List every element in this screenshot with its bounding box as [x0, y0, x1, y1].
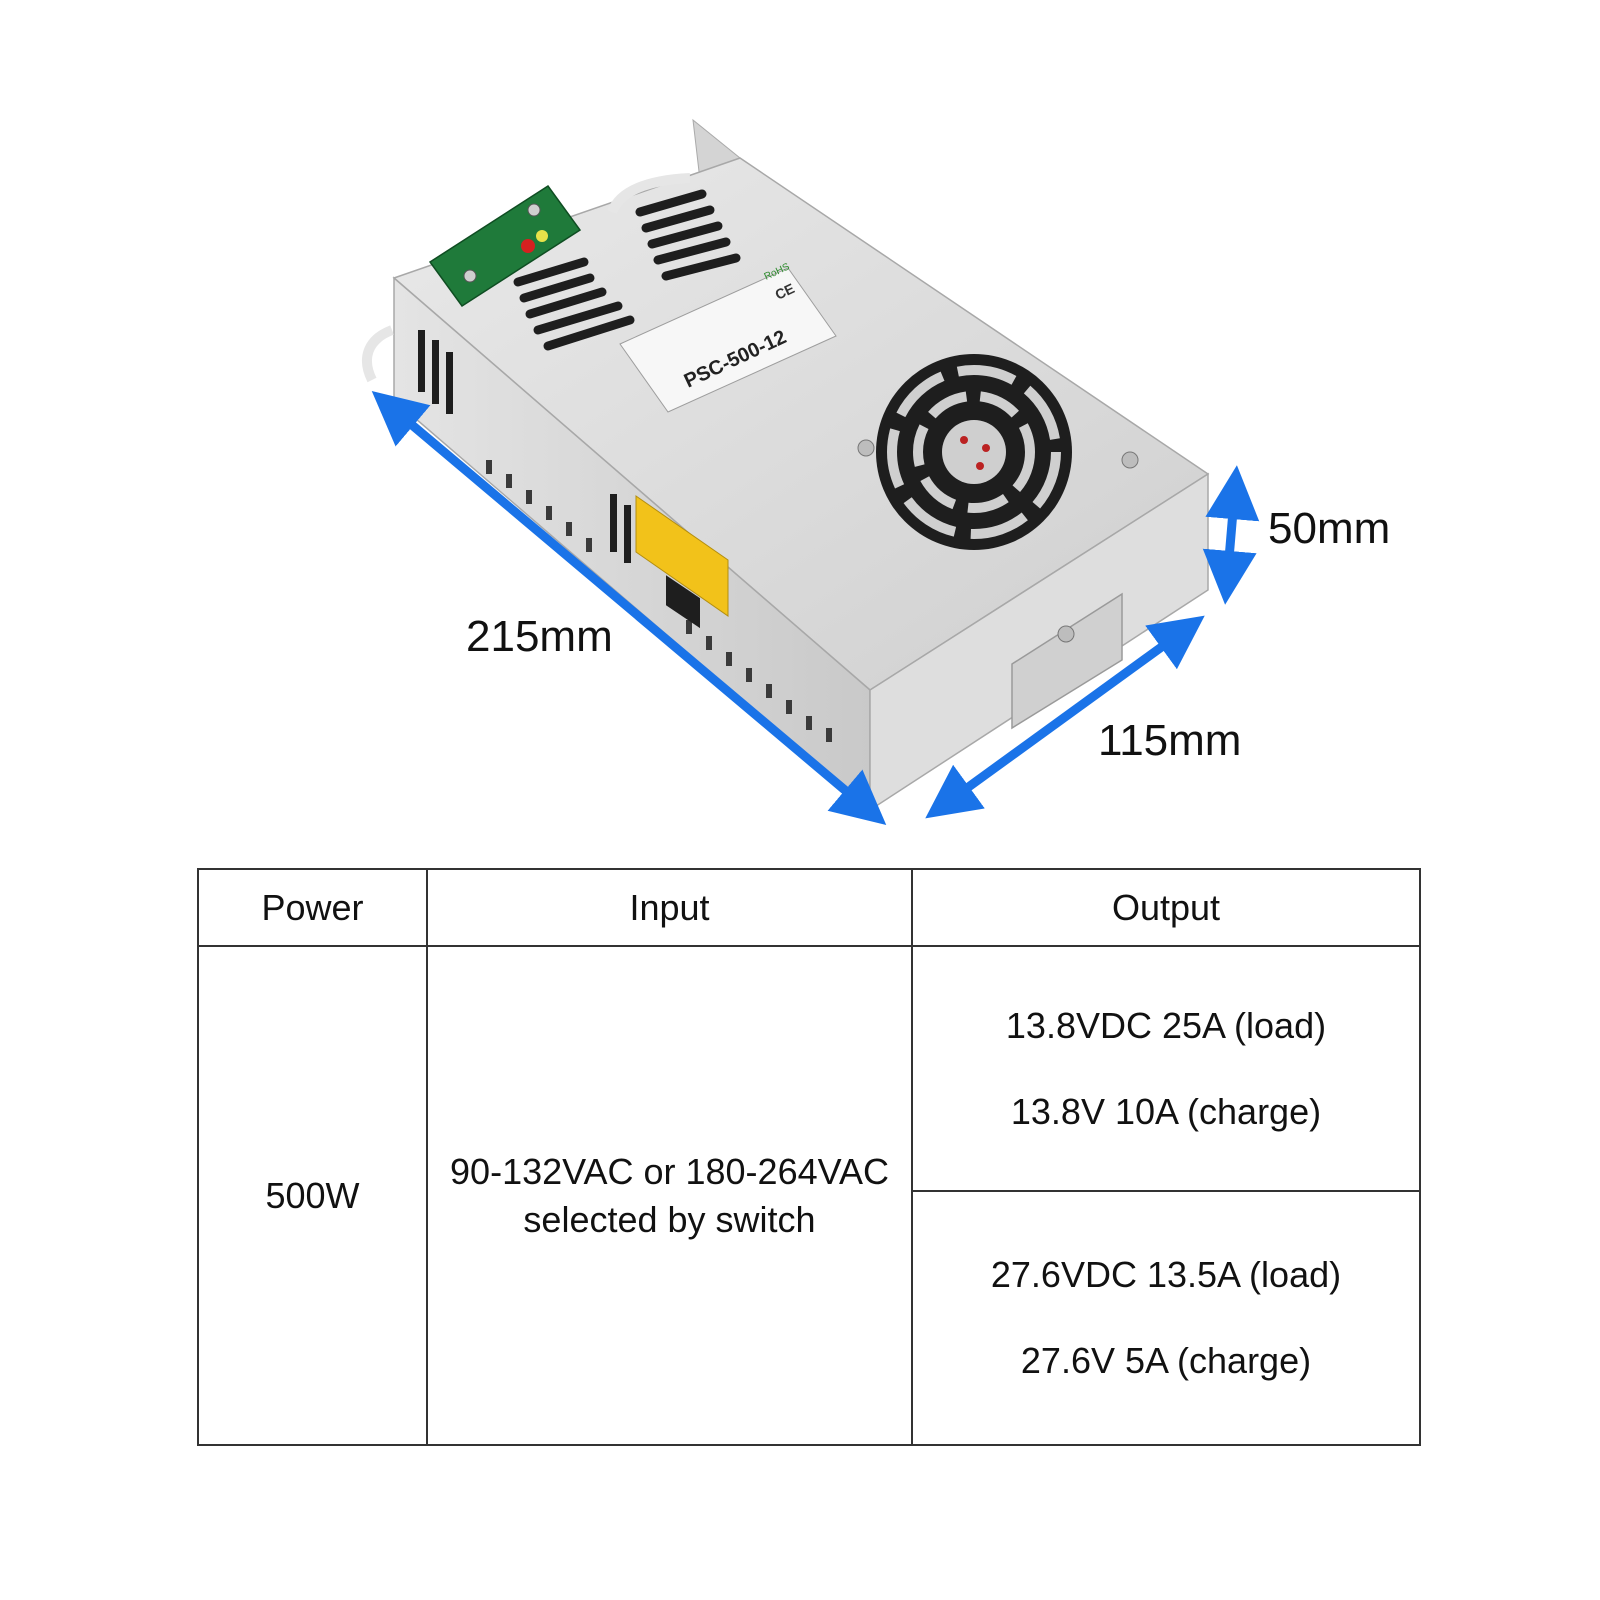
output-12v-load: 13.8VDC 25A (load): [1005, 1004, 1327, 1046]
cooling-fan: [876, 354, 1072, 550]
output-24v-charge: 27.6V 5A (charge): [1020, 1340, 1312, 1381]
top-vent-group: [513, 189, 741, 351]
power-cell: 500W: [197, 945, 428, 1446]
input-line-2: selected by switch: [523, 1198, 816, 1240]
ribbon-cable: [361, 325, 395, 383]
height-dimension-label: 50mm: [1268, 504, 1391, 553]
spec-table-header-row: Power Input Output: [197, 868, 1421, 947]
fan-screw: [1121, 451, 1139, 469]
length-dimension-arrow: [371, 391, 887, 825]
pcb-led-yellow: [536, 230, 548, 242]
input-line-1: 90-132VAC or 180-264VAC: [450, 1150, 889, 1192]
output-12v-charge: 13.8V 10A (charge): [1010, 1090, 1322, 1132]
header-power: Power: [197, 868, 428, 947]
width-dimension-label: 115mm: [1098, 716, 1242, 765]
output-cell-24v: 27.6VDC 13.5A (load) 27.6V 5A (charge): [911, 1190, 1421, 1446]
spec-table-row: 27.6VDC 13.5A (load) 27.6V 5A (charge): [198, 1190, 1421, 1446]
pcb-terminal: [463, 269, 477, 283]
input-cell: 90-132VAC or 180-264VAC selected by swit…: [426, 945, 913, 1446]
pcb-terminal: [527, 203, 541, 217]
pcb-led-red: [521, 239, 535, 253]
header-input: Input: [426, 868, 913, 947]
width-dimension-arrow: [925, 615, 1205, 819]
product-illustration: PSC-500-12 CE RoHS: [361, 118, 1260, 825]
front-screw: [1057, 625, 1075, 643]
fan-screw: [857, 439, 875, 457]
spec-table-row: 500W 90-132VAC or 180-264VAC selected by…: [197, 945, 1421, 1446]
ribbon-cable: [607, 173, 691, 215]
length-dimension-label: 215mm: [466, 612, 613, 661]
power-value: 500W: [265, 1174, 360, 1216]
header-output: Output: [911, 868, 1421, 947]
spec-table: Power Input Output 500W 90-132VAC or 180…: [197, 868, 1421, 1446]
height-dimension-arrow: [1202, 465, 1260, 605]
output-24v-load: 27.6VDC 13.5A (load): [990, 1254, 1342, 1295]
output-cell-12v: 13.8VDC 25A (load) 13.8V 10A (charge): [911, 945, 1421, 1192]
ce-mark: CE: [773, 280, 797, 303]
